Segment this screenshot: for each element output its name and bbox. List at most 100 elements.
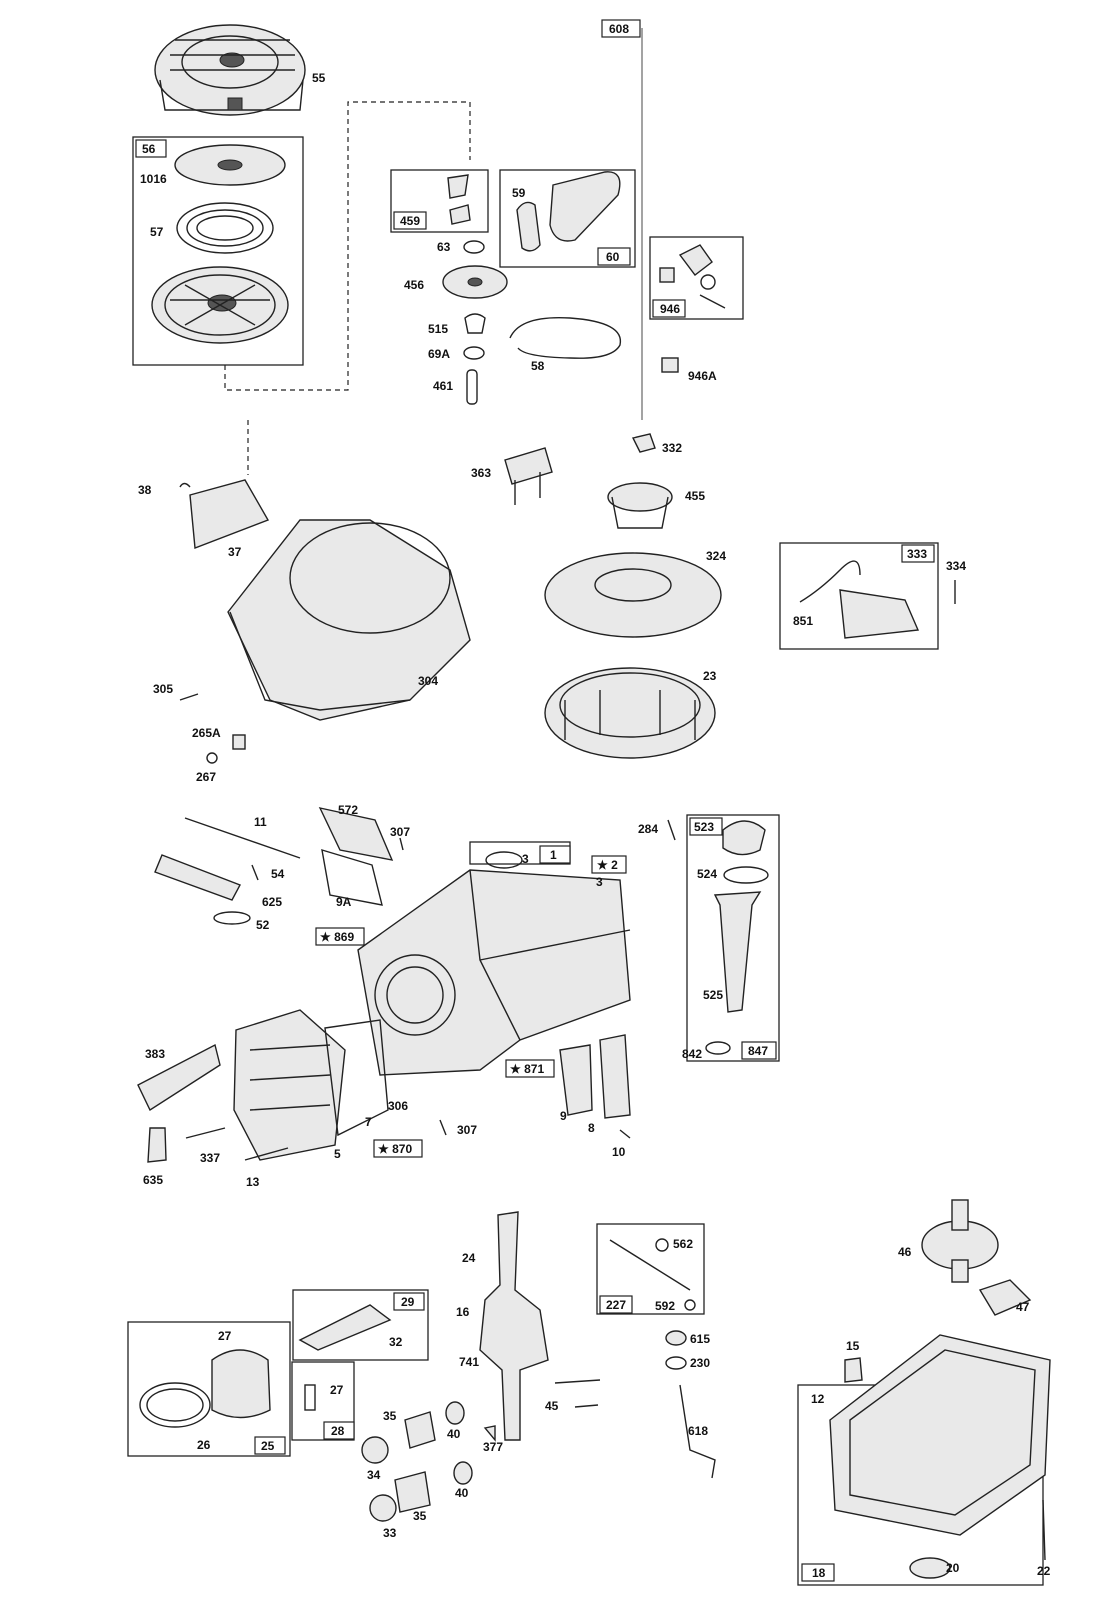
spark-plug-337	[185, 1127, 226, 1139]
washer-63	[463, 240, 485, 254]
grip-insert-59	[516, 201, 541, 252]
guard-37	[189, 479, 270, 549]
label-870: ★ 870	[378, 1142, 412, 1156]
clip-265A	[232, 734, 246, 750]
label-11: 11	[254, 815, 267, 829]
label-334: 334	[946, 559, 966, 573]
label-23: 23	[703, 669, 717, 683]
label-34: 34	[367, 1468, 381, 1482]
rotating-screen-455	[607, 482, 673, 529]
label-615: 615	[690, 1332, 710, 1346]
kit-box-28	[291, 1361, 355, 1441]
gasket-9A	[321, 849, 383, 906]
kit-box-227	[596, 1223, 705, 1315]
kit-box-946	[649, 236, 744, 320]
lever-227	[609, 1239, 691, 1291]
valve-33	[369, 1494, 397, 1522]
oring-524	[723, 866, 769, 884]
label-230: 230	[690, 1356, 710, 1370]
label-24: 24	[462, 1251, 476, 1265]
label-69A: 69A	[428, 347, 450, 361]
head-gasket	[324, 1019, 389, 1137]
label-18: 18	[812, 1566, 826, 1580]
label-25: 25	[261, 1439, 275, 1453]
label-572: 572	[338, 803, 358, 817]
oring-842	[705, 1041, 731, 1055]
clip-946	[678, 244, 713, 276]
label-946A: 946A	[688, 369, 717, 383]
label-525: 525	[703, 988, 723, 1002]
screw-38	[179, 482, 191, 488]
screw-10	[619, 1129, 631, 1139]
armature-333	[839, 589, 920, 639]
governor-47	[978, 1279, 1032, 1316]
kit-box-56	[132, 136, 304, 366]
label-333: 333	[907, 547, 927, 561]
cover-8	[599, 1034, 631, 1119]
label-38: 38	[138, 483, 152, 497]
kit-box-25	[127, 1321, 291, 1457]
label-9A: 9A	[336, 895, 352, 909]
label-307-upper: 307	[390, 825, 410, 839]
label-523: 523	[694, 820, 714, 834]
spring-35-upper	[404, 1411, 436, 1449]
rod-618	[679, 1384, 716, 1479]
label-52: 52	[256, 918, 270, 932]
ignition-lead-851	[799, 560, 861, 603]
label-842: 842	[682, 1047, 702, 1061]
label-741: 741	[459, 1355, 479, 1369]
label-27-lower: 27	[330, 1383, 344, 1397]
label-515: 515	[428, 322, 448, 336]
label-20: 20	[946, 1561, 960, 1575]
label-332: 332	[662, 441, 682, 455]
label-946: 946	[660, 302, 680, 316]
label-28: 28	[331, 1424, 345, 1438]
part-946A	[661, 357, 679, 373]
label-46: 46	[898, 1245, 912, 1259]
label-608: 608	[609, 22, 629, 36]
rewind-spring-57	[176, 202, 274, 254]
label-47: 47	[1016, 1300, 1030, 1314]
label-9: 9	[560, 1109, 567, 1123]
label-63: 63	[437, 240, 451, 254]
gasket-15	[844, 1357, 863, 1383]
label-618: 618	[688, 1424, 708, 1438]
kit-box-29	[292, 1289, 429, 1361]
kit-box-60	[499, 169, 636, 268]
label-55: 55	[312, 71, 326, 85]
screw-305	[179, 693, 199, 701]
label-456: 456	[404, 278, 424, 292]
label-625: 625	[262, 895, 282, 909]
valve-34	[361, 1436, 389, 1464]
nut-332	[631, 433, 656, 453]
label-16: 16	[456, 1305, 470, 1319]
dipstick-tube-525	[713, 891, 762, 1013]
label-13: 13	[246, 1175, 260, 1189]
screw-562	[655, 1238, 669, 1252]
label-592: 592	[655, 1299, 675, 1313]
label-337: 337	[200, 1151, 220, 1165]
label-3-upper: 3	[522, 852, 529, 866]
gasket-9	[559, 1044, 593, 1116]
label-26: 26	[197, 1438, 211, 1452]
label-35-lower: 35	[413, 1509, 427, 1523]
label-227: 227	[606, 1298, 626, 1312]
label-40-upper: 40	[447, 1427, 461, 1441]
label-377: 377	[483, 1440, 503, 1454]
starter-handle-60	[549, 171, 621, 242]
spring-515	[464, 313, 486, 334]
screen-324	[544, 552, 722, 638]
label-3-lower: 3	[596, 875, 603, 889]
label-847: 847	[748, 1044, 768, 1058]
cam-gear-46	[921, 1199, 999, 1283]
blower-housing-304	[227, 519, 471, 721]
label-8: 8	[588, 1121, 595, 1135]
stud-363	[504, 447, 553, 505]
label-33: 33	[383, 1526, 397, 1540]
screw-267	[206, 752, 218, 764]
screw-307-upper	[399, 837, 404, 851]
label-307-lower: 307	[457, 1123, 477, 1137]
screw-592	[684, 1299, 696, 1311]
bolt-22	[1042, 1499, 1046, 1561]
